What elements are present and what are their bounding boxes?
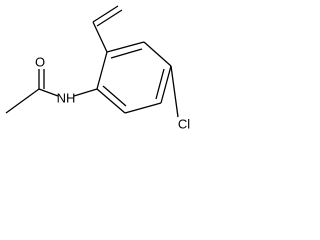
nitrogen-h-label: NH <box>57 91 76 106</box>
ring-n-bond <box>73 88 98 97</box>
ring-bond-3 <box>160 65 172 104</box>
oxygen-label: O <box>35 55 45 70</box>
ring-bond-5-inner <box>102 85 127 107</box>
ring-bond-2 <box>143 41 172 67</box>
vinyl-attach-bond <box>92 21 108 53</box>
chlorine-label: Cl <box>178 117 190 132</box>
vinyl-terminal-double-bond-line-2 <box>96 9 123 27</box>
ring-bond-3-inner <box>155 68 165 100</box>
vinyl-terminal-double-bond-line-1 <box>92 5 119 23</box>
molecule-structure: O NH Cl <box>5 5 190 132</box>
n-carbonyl-bond <box>38 88 59 97</box>
methyl-bond <box>5 88 40 114</box>
ring-bond-1-inner <box>110 48 143 59</box>
ring-bond-4 <box>124 102 162 114</box>
ring-bond-1 <box>106 41 145 53</box>
ring-bond-6 <box>96 51 108 90</box>
c-cl-bond <box>170 65 179 118</box>
ring-bond-5 <box>96 88 126 114</box>
